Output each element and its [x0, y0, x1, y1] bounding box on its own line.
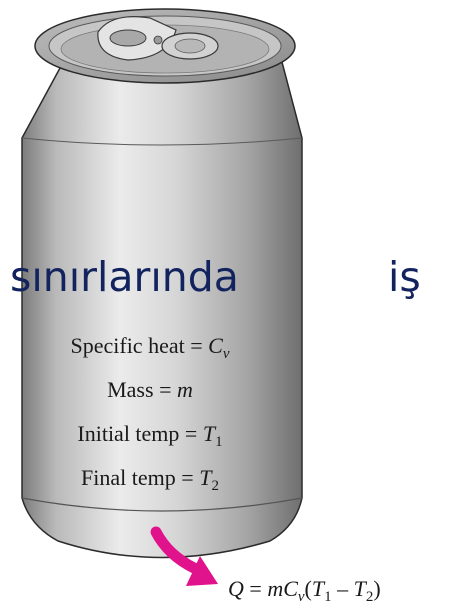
can-bottom-rim [21, 497, 303, 512]
pull-tab-icon [97, 16, 219, 61]
heat-flow-arrow [150, 526, 200, 574]
overlay-word-1: sınırlarında [10, 253, 239, 301]
heat-equation: Q = mCv(T1 – T2) [228, 576, 381, 605]
initial-temp-label: Initial temp = T1 [77, 421, 223, 450]
final-temp-label: Final temp = T2 [81, 465, 219, 494]
can-shoulder-line [21, 137, 303, 146]
arrow-head [186, 556, 218, 586]
mass-label: Mass = m [107, 377, 193, 402]
overlay-word-2: iş [388, 253, 421, 301]
specific-heat-label: Specific heat = Cv [70, 333, 230, 362]
